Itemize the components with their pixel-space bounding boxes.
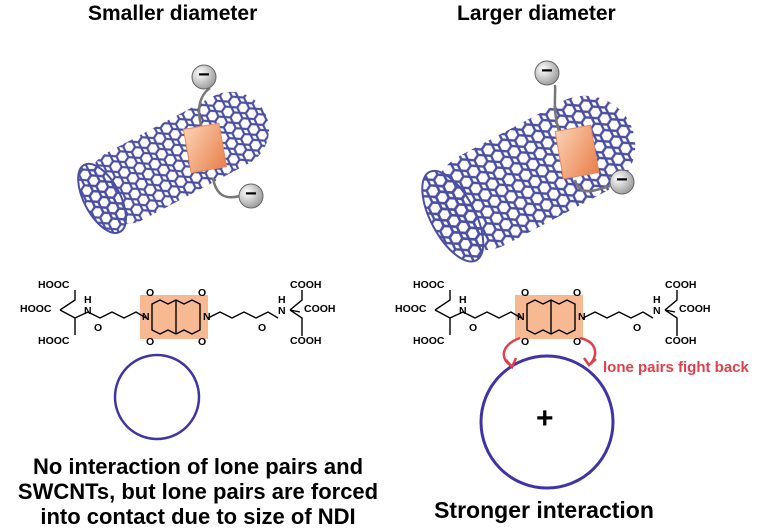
right-ndi-n-2: N [578, 311, 586, 323]
minus-charge-3: − [541, 60, 553, 82]
left-ndi-o-3: O [146, 336, 155, 348]
right-ndi-o-4: O [573, 336, 582, 348]
left-ndi-n-2: N [203, 311, 211, 323]
right-nanotube [421, 60, 636, 263]
right-cooh-mid-right: COOH [679, 303, 711, 315]
right-cooh-bot-left: HOOC [413, 335, 445, 347]
left-ndi-o-2: O [198, 287, 207, 299]
left-ndi-o-1: O [146, 287, 155, 299]
left-nanotube-cross-section [113, 353, 201, 441]
right-molecule [434, 290, 678, 339]
right-n-1: N [459, 305, 467, 317]
left-cooh-top-left: HOOC [38, 279, 70, 291]
left-molecule [59, 290, 303, 339]
right-n-h: H [459, 294, 467, 306]
right-cooh-mid-left: HOOC [395, 303, 427, 315]
left-nanotube [77, 64, 269, 234]
left-cooh-bot-right: COOH [290, 335, 322, 347]
right-n-h-2: H [653, 294, 661, 306]
right-ndi-o-2: O [573, 287, 582, 299]
left-cooh-mid-right: COOH [304, 303, 336, 315]
left-heading: Smaller diameter [88, 2, 258, 25]
minus-charge-1: − [198, 64, 210, 86]
left-n-1: N [84, 305, 92, 317]
left-ndi-n-1: N [142, 311, 150, 323]
plus-charge: + [536, 402, 554, 435]
minus-charge-4: − [616, 169, 628, 191]
right-ndi-o-1: O [521, 287, 530, 299]
left-cooh-bot-left: HOOC [38, 335, 70, 347]
left-o-1: O [94, 322, 103, 334]
right-cooh-bot-right: COOH [665, 335, 697, 347]
left-n-h-2: H [278, 294, 286, 306]
lone-pair-arrows [502, 336, 597, 370]
left-o-2: O [258, 322, 267, 334]
left-n-h: H [84, 294, 92, 306]
right-ndi-o-3: O [521, 336, 530, 348]
minus-charge-2: − [245, 183, 257, 205]
left-caption: No interaction of lone pairs and SWCNTs,… [17, 454, 379, 529]
left-cooh-mid-left: HOOC [20, 303, 52, 315]
right-cooh-top-right: COOH [665, 279, 697, 291]
left-n-2: N [278, 305, 286, 317]
right-ndi-n-1: N [517, 311, 525, 323]
right-heading: Larger diameter [457, 2, 616, 25]
right-cooh-top-left: HOOC [413, 279, 445, 291]
left-cooh-top-right: COOH [290, 279, 322, 291]
right-o-1: O [469, 322, 478, 334]
right-nanotube-cross-section [479, 354, 615, 490]
right-o-2: O [633, 322, 642, 334]
right-n-2: N [653, 305, 661, 317]
right-caption: Stronger interaction [434, 497, 654, 523]
left-ndi-o-4: O [198, 336, 207, 348]
lone-pairs-annotation: lone pairs fight back [603, 359, 749, 376]
